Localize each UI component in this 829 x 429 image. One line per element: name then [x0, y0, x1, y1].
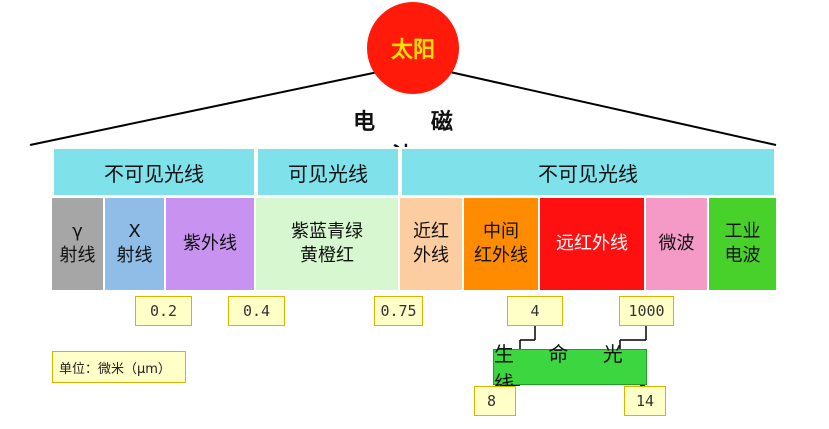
band-far-label: 远红外线 — [556, 233, 628, 254]
band-gamma-ray: γ 射线 — [52, 198, 105, 290]
roof-left-line — [29, 71, 379, 146]
visible-light: 可见光线 — [256, 147, 400, 197]
value-1000: 1000 — [619, 296, 674, 326]
band-gamma-line1: γ — [72, 221, 83, 242]
band-ultraviolet: 紫外线 — [166, 198, 256, 290]
band-x-line2: 射线 — [116, 245, 153, 266]
band-visible-line1: 紫蓝青绿 — [291, 221, 363, 242]
roof-lines — [29, 71, 777, 146]
sun-label: 太阳 — [390, 38, 435, 63]
band-microwave: 微波 — [646, 198, 709, 290]
band-visible-colors: 紫蓝青绿黄橙红 — [256, 198, 400, 290]
band-near-line1: 近红 — [413, 221, 449, 242]
value-14: 14 — [624, 386, 666, 416]
invisible-light-right: 不可见光线 — [400, 147, 776, 197]
band-far-infrared: 远红外线 — [540, 198, 646, 290]
electromagnetic-wave-title: 电 磁 波 — [353, 110, 477, 169]
band-x-ray: X 射线 — [105, 198, 166, 290]
band-visible-line2: 黄橙红 — [300, 245, 354, 266]
band-industrial-line1: 工业 — [724, 221, 761, 242]
band-near-infrared: 近红外线 — [400, 198, 464, 290]
band-mid-infrared: 中间红外线 — [464, 198, 540, 290]
roof-right-line — [449, 71, 777, 146]
band-microwave-label: 微波 — [658, 233, 695, 254]
band-gamma-line2: 射线 — [59, 245, 96, 266]
value-4: 4 — [507, 296, 563, 326]
band-industrial-radio: 工业电波 — [709, 198, 776, 290]
band-x-line1: X — [128, 221, 141, 242]
life-rays-box: 生 命 光 线 — [493, 342, 647, 395]
value-0-4: 0.4 — [228, 296, 285, 326]
sun: 太阳 — [367, 2, 459, 94]
invisible-light-left: 不可见光线 — [52, 147, 256, 197]
value-8: 8 — [474, 386, 516, 416]
band-uv-label: 紫外线 — [183, 233, 237, 254]
band-mid-line2: 红外线 — [474, 245, 528, 266]
unit-label: 单位：微米（μm） — [52, 351, 186, 383]
value-0-2: 0.2 — [135, 296, 192, 326]
band-near-line2: 外线 — [413, 245, 449, 266]
value-0-75: 0.75 — [374, 296, 423, 326]
band-industrial-line2: 电波 — [724, 245, 761, 266]
band-mid-line1: 中间 — [483, 221, 519, 242]
